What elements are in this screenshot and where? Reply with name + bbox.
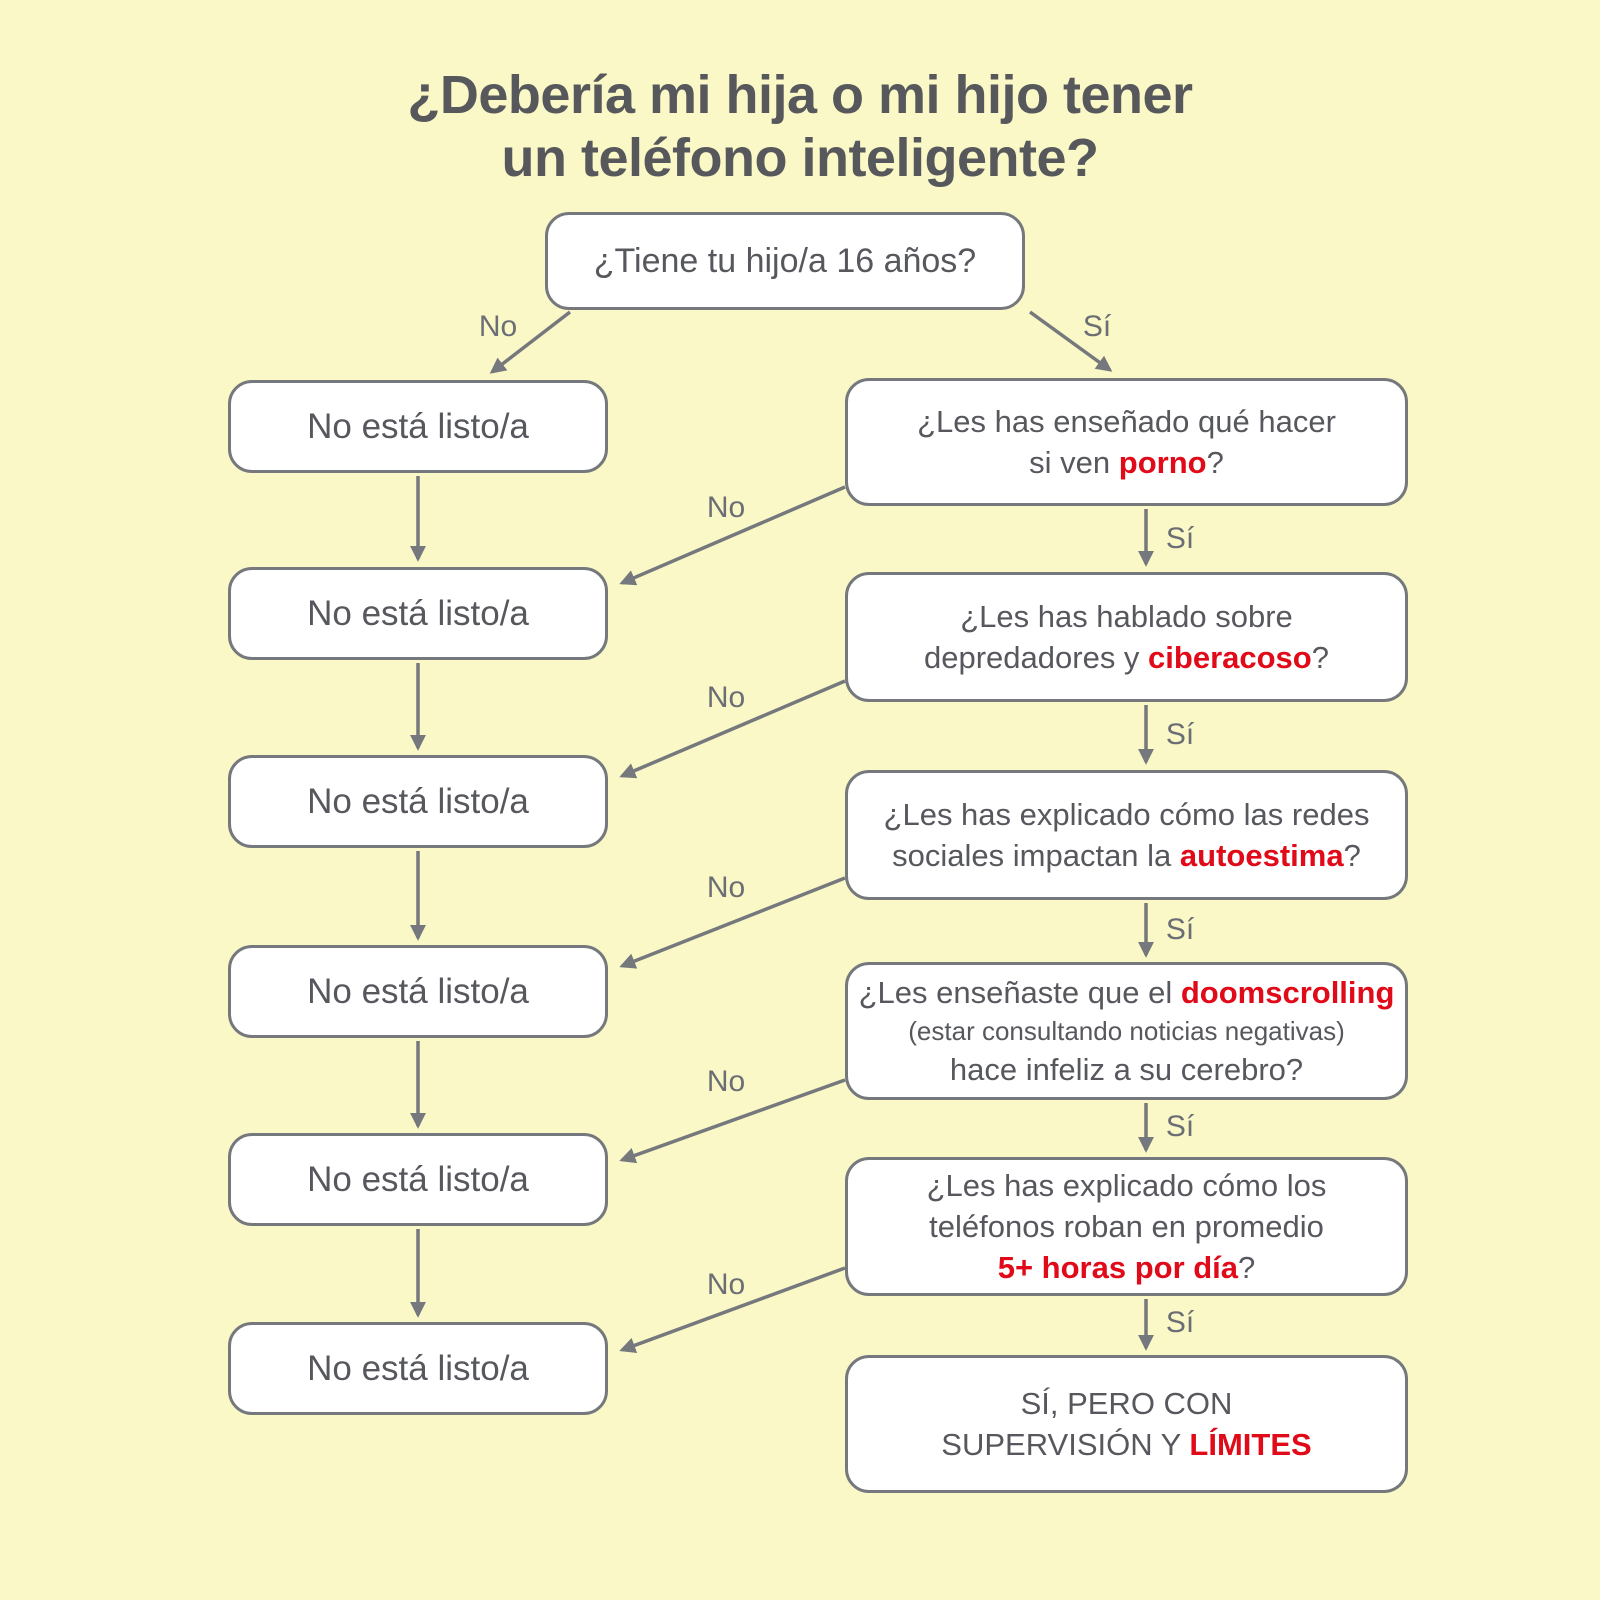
page-title-line2: un teléfono inteligente? [501, 127, 1099, 188]
edge-label-no-5: No [706, 1268, 746, 1301]
question-line: 5+ horas por día? [997, 1250, 1256, 1285]
question-line-parenthetical: (estar consultando noticias negativas) [908, 1016, 1345, 1046]
highlight-autoestima: autoestima [1179, 838, 1344, 873]
question-line: ¿Les has hablado sobre [960, 599, 1293, 634]
final-line: SÍ, PERO CON [1020, 1386, 1233, 1421]
question-line: teléfonos roban en promedio [929, 1209, 1324, 1244]
node-question-doomscrolling: ¿Les enseñaste que el doomscrolling (est… [845, 962, 1408, 1100]
node-not-ready-6: No está listo/a [228, 1322, 608, 1415]
node-final-yes-with-limits: SÍ, PERO CON SUPERVISIÓN Y LÍMITES [845, 1355, 1408, 1493]
node-not-ready-5: No está listo/a [228, 1133, 608, 1226]
edge-no-2 [619, 679, 846, 779]
edge-label-no-4: No [706, 1065, 746, 1098]
node-question-selfesteem: ¿Les has explicado cómo las redes social… [845, 770, 1408, 900]
node-not-ready-2: No está listo/a [228, 567, 608, 660]
edge-label-no-root: No [478, 310, 518, 343]
question-line: ¿Les enseñaste que el doomscrolling [858, 975, 1395, 1010]
highlight-limites: LÍMITES [1189, 1427, 1312, 1462]
edge-label-yes-3: Sí [1165, 913, 1195, 946]
edge-label-no-2: No [706, 681, 746, 714]
edge-no-5 [619, 1266, 846, 1353]
node-not-ready-1: No está listo/a [228, 380, 608, 473]
not-ready-label: No está listo/a [307, 594, 529, 633]
node-not-ready-3: No está listo/a [228, 755, 608, 848]
final-line: SUPERVISIÓN Y LÍMITES [941, 1427, 1312, 1462]
question-line: depredadores y ciberacoso? [924, 640, 1329, 675]
not-ready-label: No está listo/a [307, 972, 529, 1011]
edge-label-yes-2: Sí [1165, 718, 1195, 751]
question-line: ¿Les has explicado cómo las redes [883, 797, 1370, 832]
question-line: si ven porno? [1029, 445, 1224, 480]
node-root-question: ¿Tiene tu hijo/a 16 años? [545, 212, 1025, 310]
question-line: ¿Les has explicado cómo los [926, 1168, 1327, 1203]
edge-no-1 [619, 485, 846, 586]
edge-label-yes-root: Sí [1082, 310, 1112, 343]
node-question-porn: ¿Les has enseñado qué hacer si ven porno… [845, 378, 1408, 506]
question-line: ¿Les has enseñado qué hacer [917, 404, 1336, 439]
edge-label-no-3: No [706, 871, 746, 904]
not-ready-label: No está listo/a [307, 1160, 529, 1199]
question-line: sociales impactan la autoestima? [892, 838, 1361, 873]
edge-root-yes [1028, 310, 1113, 372]
highlight-porno: porno [1118, 445, 1207, 480]
edge-label-yes-1: Sí [1165, 522, 1195, 555]
not-ready-label: No está listo/a [307, 782, 529, 821]
question-line: hace infeliz a su cerebro? [949, 1052, 1304, 1087]
highlight-5-horas: 5+ horas por día [997, 1250, 1239, 1285]
node-question-hours: ¿Les has explicado cómo los teléfonos ro… [845, 1157, 1408, 1296]
edge-label-yes-4: Sí [1165, 1110, 1195, 1143]
edge-no-3 [619, 876, 846, 969]
edge-label-yes-5: Sí [1165, 1306, 1195, 1339]
edge-no-4 [619, 1078, 846, 1164]
node-not-ready-4: No está listo/a [228, 945, 608, 1038]
not-ready-label: No está listo/a [307, 407, 529, 446]
node-question-cyberbullying: ¿Les has hablado sobre depredadores y ci… [845, 572, 1408, 702]
page-title: ¿Debería mi hija o mi hijo tener un telé… [0, 64, 1600, 189]
highlight-doomscrolling: doomscrolling [1180, 975, 1395, 1010]
not-ready-label: No está listo/a [307, 1349, 529, 1388]
highlight-ciberacoso: ciberacoso [1148, 640, 1312, 675]
root-question-text: ¿Tiene tu hijo/a 16 años? [593, 241, 977, 280]
edge-root-no [489, 310, 572, 374]
edge-label-no-1: No [706, 491, 746, 524]
page-title-line1: ¿Debería mi hija o mi hijo tener [407, 65, 1193, 125]
